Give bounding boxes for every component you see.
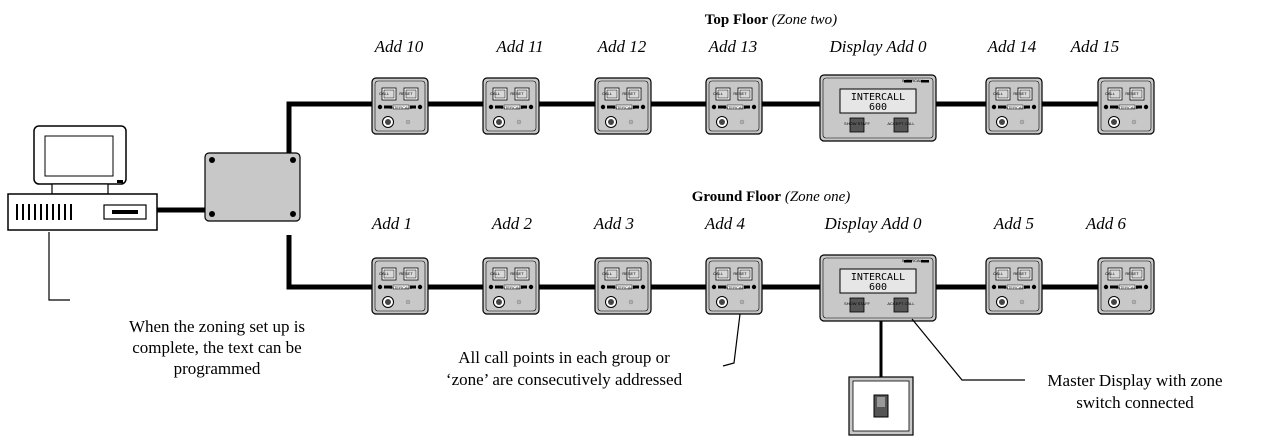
cp-reset-label: RESET xyxy=(733,271,747,276)
cp-reset-label: RESET xyxy=(1125,271,1139,276)
ground-floor-address-labels: Add 1 Add 2 Add 3 Add 4 Display Add 0 Ad… xyxy=(371,214,1127,233)
cp-call-label: CALL xyxy=(713,271,724,276)
cp-reset-label: RESET xyxy=(1125,91,1139,96)
cp-brand: INTERCALL xyxy=(1116,285,1139,290)
cp-reset-label: RESET xyxy=(510,271,524,276)
display-lcd-line1: INTERCALL xyxy=(851,272,905,283)
caption-line: programmed xyxy=(174,359,261,378)
cp-brand: INTERCALL xyxy=(1004,105,1027,110)
caption-line: switch connected xyxy=(1076,393,1194,412)
address-label: Display Add 0 xyxy=(824,214,922,233)
cp-call-label: CALL xyxy=(993,271,1004,276)
display-texts: INTERCALL INTERCALL 600 SHOW STAFF ACCEP… xyxy=(844,78,925,306)
display-brand: INTERCALL xyxy=(902,258,925,263)
cp-call-label: CALL xyxy=(490,91,501,96)
cp-brand: INTERCALL xyxy=(1004,285,1027,290)
cp-call-label: CALL xyxy=(1105,271,1116,276)
cp-call-label: CALL xyxy=(379,91,390,96)
computer-caption: When the zoning set up is complete, the … xyxy=(129,317,305,378)
address-label: Add 12 xyxy=(597,37,647,56)
display-brand: INTERCALL xyxy=(902,78,925,83)
address-label: Add 14 xyxy=(987,37,1037,56)
ground-floor-heading: Ground Floor (Zone one) xyxy=(692,189,850,205)
top-floor-units xyxy=(371,74,1155,142)
display-lcd-line2: 600 xyxy=(869,102,887,113)
computer xyxy=(7,125,158,231)
cp-reset-label: RESET xyxy=(733,91,747,96)
master-display-caption: Master Display with zone switch connecte… xyxy=(1047,371,1222,412)
caption-line: All call points in each group or xyxy=(458,348,670,367)
address-label: Add 3 xyxy=(593,214,634,233)
cp-reset-label: RESET xyxy=(1013,271,1027,276)
caption-line: When the zoning set up is xyxy=(129,317,305,336)
cp-brand: INTERCALL xyxy=(501,105,524,110)
address-label: Add 6 xyxy=(1085,214,1127,233)
junction-box xyxy=(204,152,301,222)
address-label: Add 4 xyxy=(704,214,746,233)
address-label: Add 5 xyxy=(993,214,1034,233)
top-callpoint-texts: CALL RESET INTERCALL CALL RESET INTERCAL… xyxy=(379,91,1139,110)
caption-line: ‘zone’ are consecutively addressed xyxy=(446,370,683,389)
address-label: Add 10 xyxy=(374,37,424,56)
display-lcd-line1: INTERCALL xyxy=(851,92,905,103)
cp-call-label: CALL xyxy=(602,271,613,276)
zone-switch xyxy=(848,376,914,436)
cp-reset-label: RESET xyxy=(622,271,636,276)
cp-brand: INTERCALL xyxy=(390,285,413,290)
cp-brand: INTERCALL xyxy=(501,285,524,290)
callpoints-caption: All call points in each group or ‘zone’ … xyxy=(446,348,683,389)
address-label: Add 11 xyxy=(495,37,543,56)
address-label: Add 13 xyxy=(708,37,758,56)
top-floor-heading: Top Floor (Zone two) xyxy=(705,12,837,28)
top-floor-address-labels: Add 10 Add 11 Add 12 Add 13 Display Add … xyxy=(374,37,1120,56)
wiring xyxy=(157,101,1120,377)
cp-call-label: CALL xyxy=(1105,91,1116,96)
caption-line: Master Display with zone xyxy=(1047,371,1222,390)
address-label: Add 15 xyxy=(1070,37,1120,56)
cp-reset-label: RESET xyxy=(510,91,524,96)
address-label: Add 1 xyxy=(371,214,412,233)
display-lcd-line2: 600 xyxy=(869,282,887,293)
caption-line: complete, the text can be xyxy=(132,338,301,357)
cp-brand: INTERCALL xyxy=(724,105,747,110)
cp-call-label: CALL xyxy=(993,91,1004,96)
display-btn-left-label: SHOW STAFF xyxy=(844,121,870,126)
cp-brand: INTERCALL xyxy=(1116,105,1139,110)
display-btn-left-label: SHOW STAFF xyxy=(844,301,870,306)
cp-brand: INTERCALL xyxy=(613,105,636,110)
cp-reset-label: RESET xyxy=(399,271,413,276)
address-label: Display Add 0 xyxy=(829,37,927,56)
cp-brand: INTERCALL xyxy=(613,285,636,290)
ground-callpoint-texts: CALL RESET INTERCALL CALL RESET INTERCAL… xyxy=(379,271,1139,290)
cp-call-label: CALL xyxy=(490,271,501,276)
display-btn-right-label: ACCEPT CALL xyxy=(887,301,915,306)
cp-brand: INTERCALL xyxy=(390,105,413,110)
cp-brand: INTERCALL xyxy=(724,285,747,290)
cp-call-label: CALL xyxy=(602,91,613,96)
cp-reset-label: RESET xyxy=(622,91,636,96)
display-btn-right-label: ACCEPT CALL xyxy=(887,121,915,126)
cp-reset-label: RESET xyxy=(1013,91,1027,96)
cp-reset-label: RESET xyxy=(399,91,413,96)
cp-call-label: CALL xyxy=(713,91,724,96)
cp-call-label: CALL xyxy=(379,271,390,276)
callout-lines xyxy=(48,232,1025,381)
address-label: Add 2 xyxy=(491,214,533,233)
